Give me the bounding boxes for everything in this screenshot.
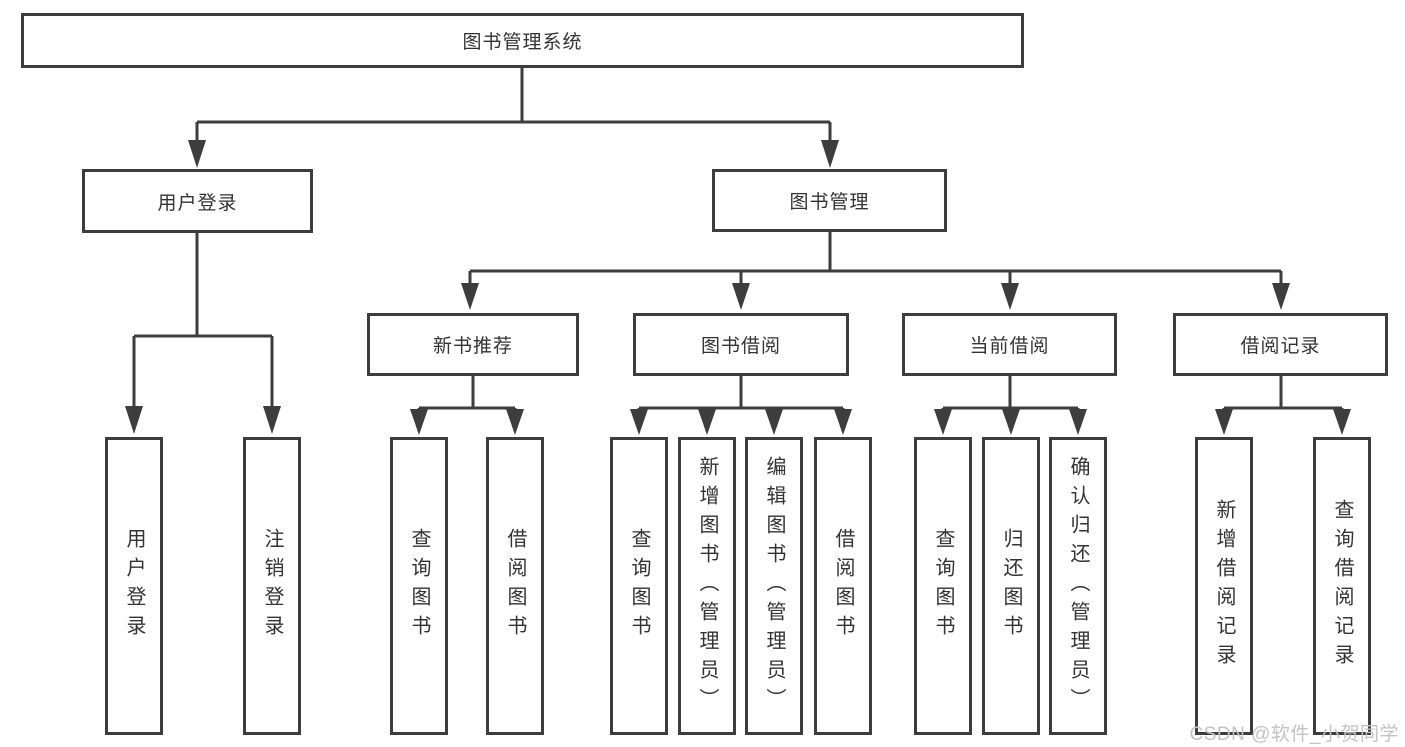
node-label: 当前借阅: [969, 336, 1050, 357]
node-label: 查询图书: [932, 528, 954, 644]
connector-borrow-records-to-leaves: [1215, 376, 1351, 435]
connector-current-borrow-to-leaves: [934, 376, 1087, 435]
node-label: 用户登录: [123, 528, 145, 644]
node-label: 图书管理系统: [462, 32, 583, 53]
node-label: 新增图书（管理员）: [696, 455, 718, 717]
leaf-confirm-return-admin: 确认归还（管理员）: [1049, 437, 1107, 735]
leaf-logout-login: 注销登录: [243, 437, 301, 735]
node-current-borrow: 当前借阅: [902, 313, 1117, 376]
node-label: 借阅图书: [832, 528, 854, 644]
node-library-management-system: 图书管理系统: [21, 13, 1024, 68]
node-label: 确认归还（管理员）: [1067, 455, 1089, 717]
node-label: 查询借阅记录: [1331, 499, 1353, 673]
node-label: 图书借阅: [700, 336, 781, 357]
node-label: 用户登录: [157, 192, 238, 214]
leaf-add-borrow-record: 新增借阅记录: [1195, 437, 1253, 735]
connector-root-to-level2: [188, 68, 839, 168]
node-label: 新增借阅记录: [1213, 499, 1235, 673]
leaf-borrow-books-newbook: 借阅图书: [486, 437, 544, 735]
node-label: 借阅记录: [1240, 336, 1321, 357]
connector-book-borrow-to-leaves: [630, 376, 852, 435]
node-user-login: 用户登录: [82, 169, 313, 233]
leaf-return-books: 归还图书: [982, 437, 1040, 735]
node-label: 编辑图书（管理员）: [763, 455, 785, 717]
node-label: 新书推荐: [432, 336, 513, 357]
node-book-management: 图书管理: [712, 169, 947, 232]
leaf-add-books-admin: 新增图书（管理员）: [678, 437, 736, 735]
leaf-borrow-books: 借阅图书: [814, 437, 872, 735]
connector-user-login-to-leaves: [125, 233, 281, 434]
node-borrow-records: 借阅记录: [1173, 313, 1388, 376]
leaf-edit-books-admin: 编辑图书（管理员）: [745, 437, 803, 735]
node-label: 归还图书: [1000, 528, 1022, 644]
connector-book-management-to-level3: [461, 232, 1290, 310]
node-new-book-recommend: 新书推荐: [367, 313, 579, 376]
node-label: 查询图书: [628, 528, 650, 644]
leaf-query-borrow-record: 查询借阅记录: [1313, 437, 1371, 735]
leaf-query-books-current: 查询图书: [914, 437, 972, 735]
leaf-user-login: 用户登录: [105, 437, 163, 735]
leaf-query-books-borrow: 查询图书: [610, 437, 668, 735]
csdn-watermark: CSDN @软件_小贺同学: [1189, 724, 1399, 745]
node-label: 注销登录: [261, 528, 283, 644]
node-label: 图书管理: [789, 192, 870, 213]
leaf-query-books-newbook: 查询图书: [390, 437, 448, 735]
connector-new-book-to-leaves: [410, 376, 524, 435]
node-label: 借阅图书: [504, 528, 526, 644]
node-label: 查询图书: [408, 528, 430, 644]
node-book-borrow: 图书借阅: [633, 313, 849, 376]
